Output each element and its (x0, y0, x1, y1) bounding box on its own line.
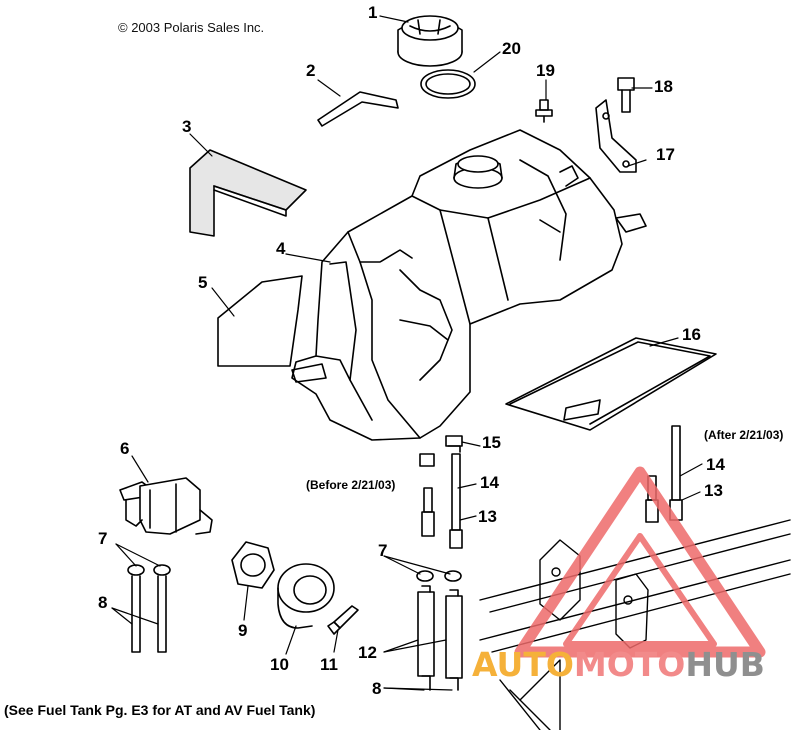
bolt-part-18 (617, 77, 635, 113)
insulation-pad-part (189, 149, 307, 237)
callout-3: 3 (182, 117, 192, 136)
logo-moto: MOTO (573, 645, 686, 684)
copyright-text: © 2003 Polaris Sales Inc. (118, 20, 265, 35)
fuel-filter-part (119, 477, 213, 535)
callout-13-before: 13 (478, 507, 497, 526)
leader-lines (111, 15, 703, 691)
note-before-date: (Before 2/21/03) (306, 478, 396, 492)
callout-8-middle: 8 (372, 679, 382, 698)
callout-9: 9 (238, 621, 248, 640)
callout-14-after: 14 (706, 455, 725, 474)
callout-4: 4 (276, 239, 286, 258)
callout-13-after: 13 (704, 481, 723, 500)
screw-part-19 (535, 99, 553, 123)
logo-auto: AUTO (472, 645, 574, 684)
note-after-date: (After 2/21/03) (704, 428, 784, 442)
vent-tube-part (317, 91, 399, 127)
callout-17: 17 (656, 145, 675, 164)
logo-hub: HUB (685, 645, 765, 684)
callout-19: 19 (536, 61, 555, 80)
callout-8-left: 8 (98, 593, 108, 612)
callout-14-before: 14 (480, 473, 499, 492)
screw-part-11 (327, 605, 359, 635)
retaining-nut-part (231, 541, 275, 589)
fuel-tank-part (291, 129, 647, 441)
clamps-middle-part (416, 570, 462, 582)
callout-5: 5 (198, 273, 208, 292)
callout-12: 12 (358, 643, 377, 662)
pump-part-10 (277, 563, 335, 629)
hoses-left-part (131, 575, 167, 653)
heat-shield-part (217, 275, 303, 367)
callout-1: 1 (368, 3, 378, 22)
fuel-cap-part (397, 15, 463, 67)
callout-10: 10 (270, 655, 289, 674)
o-ring-part (420, 69, 476, 99)
callout-16: 16 (682, 325, 701, 344)
callout-18: 18 (654, 77, 673, 96)
callout-6: 6 (120, 439, 130, 458)
callout-7-middle: 7 (378, 541, 388, 560)
clamps-left-part (127, 564, 171, 576)
footer-note: (See Fuel Tank Pg. E3 for AT and AV Fuel… (4, 702, 316, 718)
callout-20: 20 (502, 39, 521, 58)
pad-part-16 (505, 337, 717, 431)
callout-7-left: 7 (98, 529, 108, 548)
grommet-part-15 (419, 435, 463, 467)
callout-15: 15 (482, 433, 501, 452)
hoses-middle-part (417, 585, 463, 691)
pickup-before-part (421, 453, 463, 549)
watermark-triangle (514, 466, 766, 658)
callout-2: 2 (306, 61, 316, 80)
watermark-logo: AUTOMOTOHUB (472, 648, 765, 681)
callout-11: 11 (320, 655, 338, 674)
bracket-part-17 (595, 99, 637, 173)
